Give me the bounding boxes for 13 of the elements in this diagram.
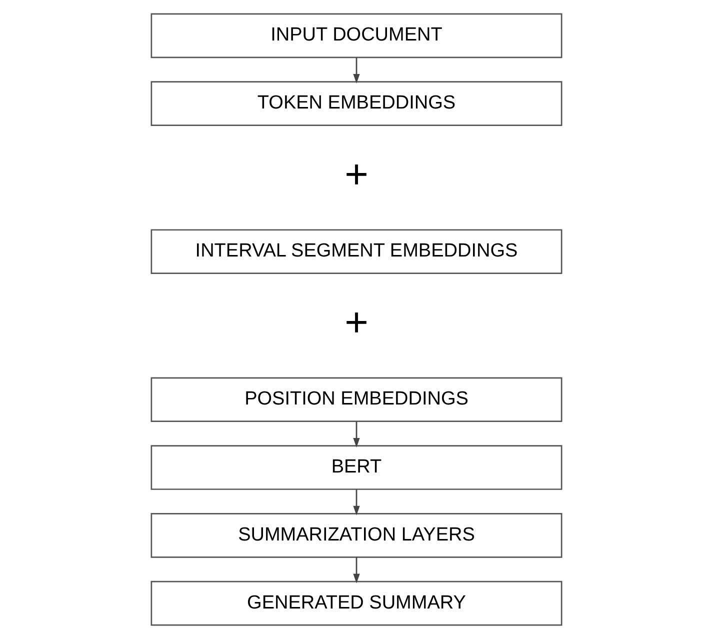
node-box: TOKEN EMBEDDINGS (150, 81, 562, 126)
arrow (352, 490, 360, 516)
node-box: POSITION EMBEDDINGS (150, 377, 562, 422)
arrow (352, 58, 360, 84)
node-box: SUMMARIZATION LAYERS (150, 513, 562, 558)
node-box: INTERVAL SEGMENT EMBEDDINGS (150, 229, 562, 274)
label: + (344, 298, 368, 345)
node-box: GENERATED SUMMARY (150, 580, 562, 626)
node-box: BERT (150, 445, 562, 490)
label: + (344, 150, 368, 197)
arrow (352, 557, 360, 584)
node-box: INPUT DOCUMENT (150, 13, 562, 58)
arrow (352, 422, 360, 448)
